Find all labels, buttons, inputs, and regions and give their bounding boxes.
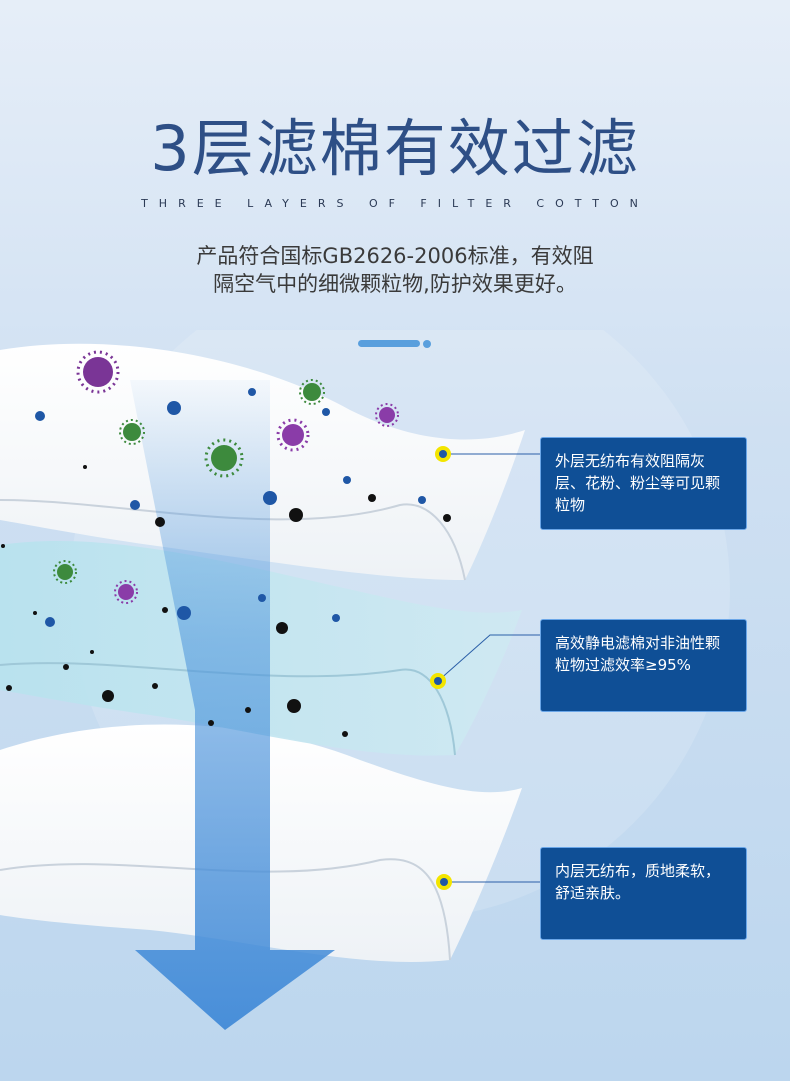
virus-icon	[204, 438, 244, 478]
down-arrow-icon	[130, 380, 335, 1030]
virus-icon	[114, 580, 138, 604]
description: 产品符合国标GB2626-2006标准，有效阻 隔空气中的细微颗粒物,防护效果更…	[120, 242, 670, 298]
virus-icon	[299, 379, 325, 405]
decorative-dot	[423, 340, 431, 348]
page-title: 3层滤棉有效过滤	[150, 112, 640, 185]
particles	[1, 388, 451, 737]
virus-icon	[375, 403, 399, 427]
virus-icon	[76, 350, 120, 394]
virus-icon	[53, 560, 77, 584]
decorative-bar	[358, 340, 420, 347]
inner-layer-marker	[436, 874, 540, 890]
inner-layer-callout: 内层无纺布，质地柔软，舒适亲肤。	[540, 847, 747, 940]
virus-icon	[276, 418, 310, 452]
page-subtitle: THREE LAYERS OF FILTER COTTON	[141, 197, 649, 210]
description-line-1: 产品符合国标GB2626-2006标准，有效阻	[196, 244, 594, 268]
middle-layer-callout: 高效静电滤棉对非油性颗粒物过滤效率≥95%	[540, 619, 747, 712]
filter-layers-illustration	[0, 330, 730, 1030]
middle-layer-marker	[430, 634, 540, 689]
outer-layer-callout: 外层无纺布有效阻隔灰层、花粉、粉尘等可见颗粒物	[540, 437, 747, 530]
outer-layer-marker	[435, 446, 540, 462]
description-line-2: 隔空气中的细微颗粒物,防护效果更好。	[213, 272, 577, 296]
virus-icon	[119, 419, 145, 445]
